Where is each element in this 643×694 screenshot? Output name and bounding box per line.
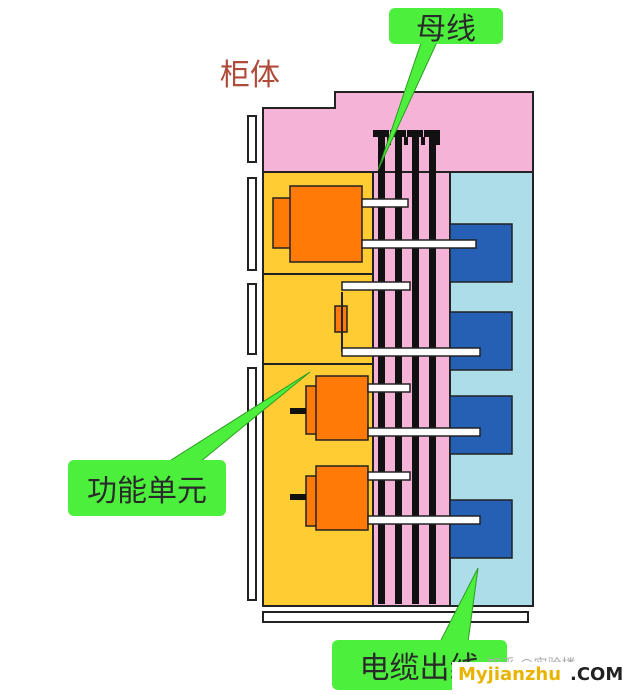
cabinet-label: 柜体 <box>220 58 280 93</box>
vertical-busbars <box>378 130 436 604</box>
cabinet-base <box>262 611 529 623</box>
side-rails <box>247 115 257 601</box>
functional-unit-callout: 功能单元 <box>68 460 226 516</box>
brand-logo: Myjianzhu .COM <box>452 662 643 694</box>
connector-bars <box>341 198 481 525</box>
busbar-label: 母线 <box>416 12 476 47</box>
brand-domain: .COM <box>570 664 624 685</box>
side-rail-4 <box>247 367 257 601</box>
breaker-3 <box>290 375 369 441</box>
cable-terminal-1 <box>449 223 513 283</box>
side-rail-3 <box>247 283 257 355</box>
brand-name: Myjianzhu <box>458 664 562 685</box>
cable-terminal-4 <box>449 499 513 559</box>
side-rail-1 <box>247 115 257 163</box>
functional-unit-label: 功能单元 <box>87 474 207 509</box>
breaker-4 <box>290 465 369 531</box>
callout-pointers <box>166 39 479 643</box>
breaker-2 <box>334 292 348 352</box>
cable-terminal-2 <box>449 311 513 371</box>
busbar-callout: 母线 <box>389 8 503 47</box>
busbar-1 <box>378 130 385 604</box>
busbar-4 <box>429 130 436 604</box>
cable-terminals <box>449 223 513 559</box>
cable-terminal-3 <box>449 395 513 455</box>
side-rail-2 <box>247 177 257 271</box>
busbar-2 <box>395 130 402 604</box>
breaker-1 <box>272 185 363 263</box>
busbar-3 <box>412 130 419 604</box>
